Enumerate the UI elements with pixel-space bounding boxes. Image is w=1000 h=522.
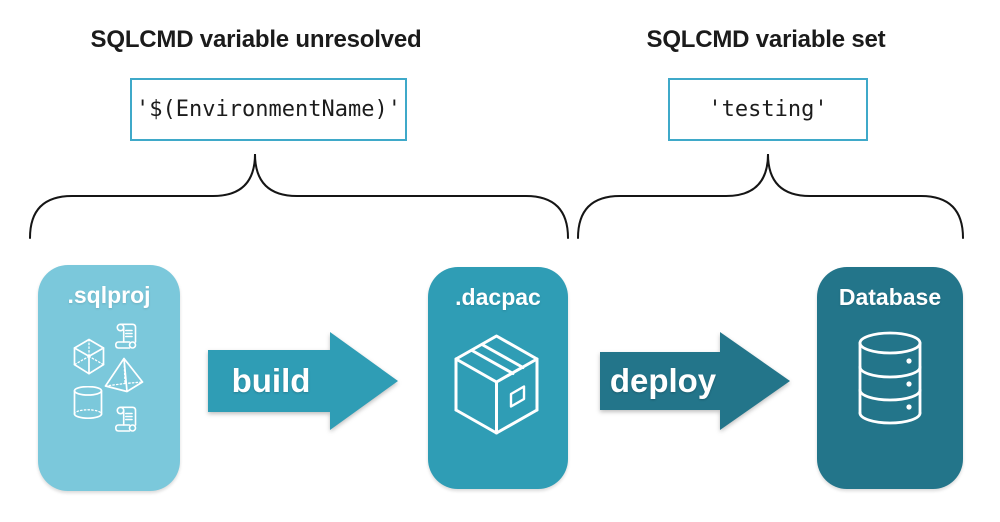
braces-graphic [29, 153, 964, 239]
card-database-label: Database [838, 284, 942, 310]
value-box-unresolved: '$(EnvironmentName)' [130, 78, 407, 141]
deploy-arrow [600, 332, 790, 430]
unresolved-value: '$(EnvironmentName)' [136, 97, 401, 122]
scroll-icon [115, 323, 139, 355]
build-arrow-shape [208, 332, 398, 430]
database-icon [853, 331, 927, 427]
card-database: Database [817, 267, 963, 489]
build-arrow [208, 332, 398, 430]
value-box-set: 'testing' [668, 78, 868, 141]
card-dacpac-label: .dacpac [455, 284, 541, 310]
card-sqlproj: .sqlproj [38, 265, 180, 491]
right-brace [577, 153, 964, 239]
cube-icon [70, 338, 108, 376]
left-brace [29, 153, 569, 239]
heading-unresolved: SQLCMD variable unresolved [90, 26, 422, 53]
pyramid-icon [104, 357, 144, 393]
set-value: 'testing' [708, 97, 828, 122]
card-sqlproj-label: .sqlproj [67, 282, 151, 308]
cylinder-icon [73, 386, 103, 420]
deploy-arrow-shape [600, 332, 790, 430]
card-dacpac: .dacpac [428, 267, 568, 489]
package-icon [448, 330, 545, 443]
scroll-icon [115, 406, 139, 438]
heading-set: SQLCMD variable set [646, 26, 886, 53]
